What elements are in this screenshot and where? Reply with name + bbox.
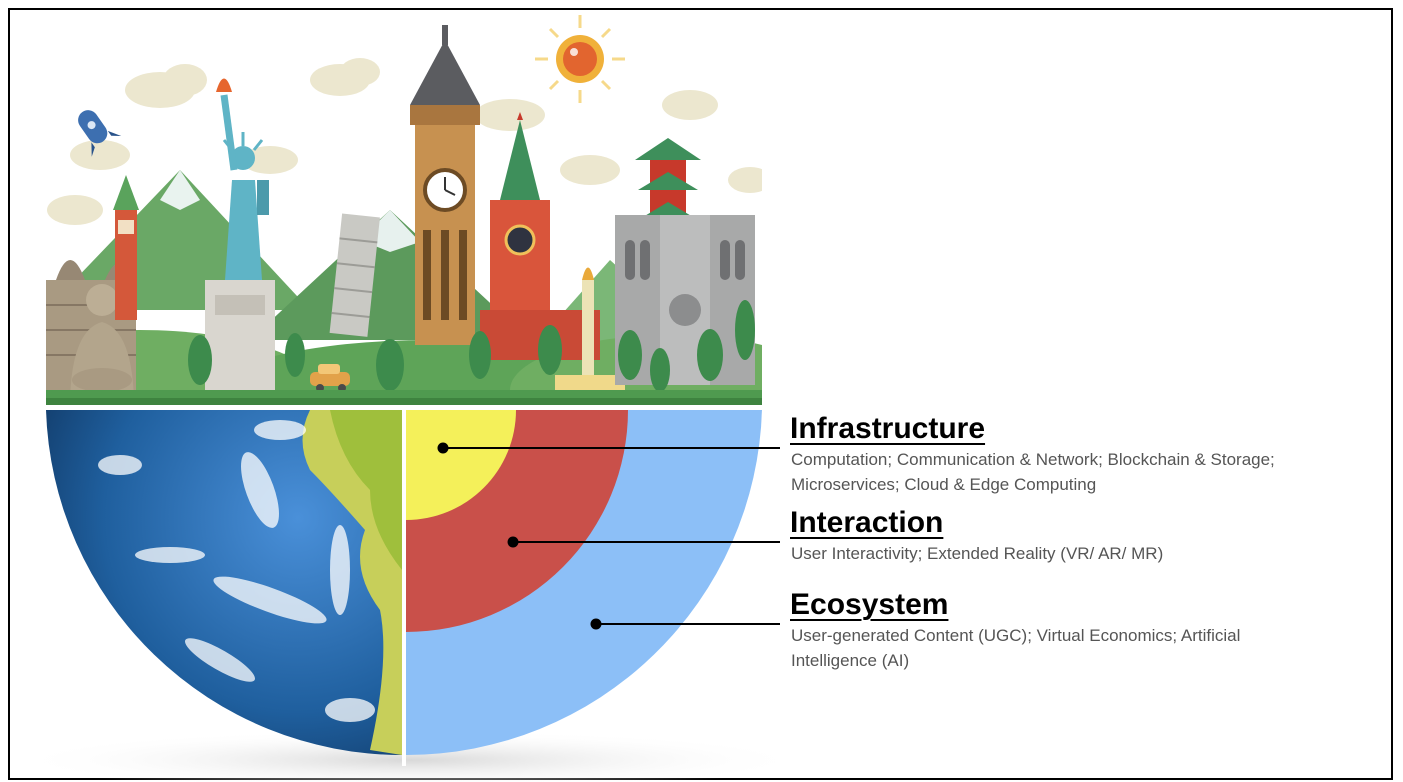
infrastructure-description: Computation; Communication & Network; Bl… bbox=[791, 450, 1275, 494]
pointer-ecosystem bbox=[590, 618, 780, 630]
pointer-infrastructure bbox=[437, 442, 780, 454]
trees bbox=[188, 300, 755, 392]
ecosystem-description: User-generated Content (UGC); Virtual Ec… bbox=[791, 626, 1241, 670]
divider-vertical bbox=[402, 406, 406, 766]
statue-of-liberty bbox=[205, 78, 275, 390]
layer-rings bbox=[406, 410, 762, 756]
rocket bbox=[78, 110, 122, 157]
ecosystem-title: Ecosystem bbox=[790, 588, 949, 621]
infrastructure-ring bbox=[406, 410, 516, 520]
campanile-tower bbox=[113, 175, 139, 320]
leaning-tower bbox=[329, 213, 380, 337]
metaverse-layers-illustration bbox=[10, 15, 810, 782]
interaction-description: User Interactivity; Extended Reality (VR… bbox=[791, 544, 1164, 563]
globe-clouds bbox=[98, 420, 375, 722]
big-ben-tower bbox=[410, 25, 480, 345]
infrastructure-title: Infrastructure bbox=[790, 412, 986, 445]
world-landmarks-scene bbox=[46, 15, 762, 405]
interaction-ring bbox=[406, 410, 628, 632]
interaction-title: Interaction bbox=[790, 506, 944, 539]
globe-section bbox=[46, 410, 402, 756]
monument-pillar bbox=[555, 267, 625, 390]
spasskaya-tower bbox=[480, 112, 600, 360]
pointer-interaction bbox=[507, 536, 780, 548]
ecosystem-ring bbox=[406, 410, 762, 756]
clouds bbox=[47, 58, 762, 225]
globe-shadow bbox=[10, 730, 810, 782]
buddha-statue bbox=[70, 284, 134, 400]
diagram-frame: Infrastructure Computation; Communicatio… bbox=[8, 8, 1393, 782]
sun bbox=[535, 15, 625, 103]
divider-horizontal bbox=[46, 406, 762, 410]
